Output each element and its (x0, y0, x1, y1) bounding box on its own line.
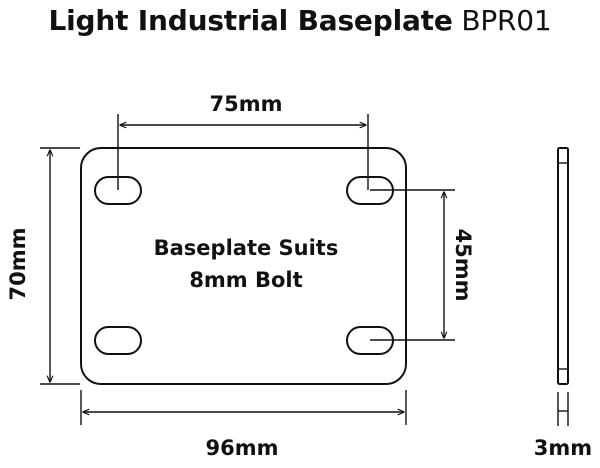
plate-label-line2: 8mm Bolt (189, 268, 302, 292)
title-code: BPR01 (461, 4, 552, 37)
side-profile (557, 147, 569, 385)
label-plate-height: 70mm (6, 228, 30, 301)
label-plate-thickness: 3mm (534, 436, 592, 460)
dimension-hole-spacing-width (117, 114, 369, 190)
plate-label-line1: Baseplate Suits (154, 236, 339, 260)
title-main: Light Industrial Baseplate (48, 4, 453, 37)
dimension-plate-width (80, 390, 407, 425)
dimension-hole-spacing-height (370, 189, 455, 341)
baseplate-outline (80, 147, 407, 385)
label-plate-width: 96mm (206, 436, 279, 460)
page-title: Light Industrial Baseplate BPR01 (0, 4, 600, 38)
label-hole-spacing-height: 45mm (451, 229, 475, 302)
slot-hole-bottom-left (94, 326, 142, 355)
label-hole-spacing-width: 75mm (210, 92, 283, 116)
dimension-plate-thickness (557, 392, 569, 426)
dimension-plate-height (40, 147, 80, 385)
